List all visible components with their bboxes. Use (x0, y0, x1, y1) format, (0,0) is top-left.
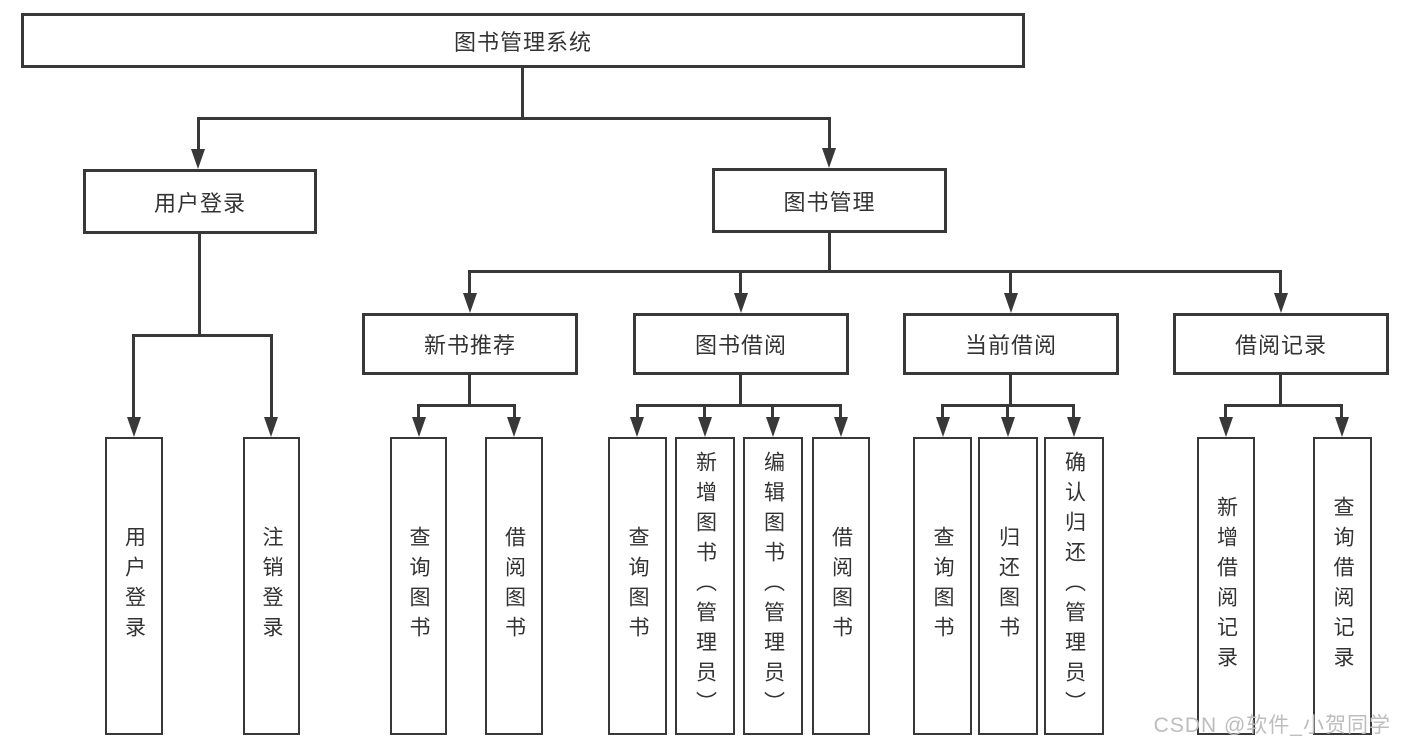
connector-line (941, 404, 944, 429)
arrowhead-icon (1335, 417, 1349, 437)
arrowhead-icon (630, 417, 644, 437)
node-current-borrowing: 当前借阅 (903, 313, 1119, 375)
leaf-label: 注销登录 (260, 526, 283, 646)
connector-line (1009, 375, 1012, 407)
connector-line (1009, 270, 1012, 300)
leaf-label: 确认归还（管理员） (1062, 451, 1086, 721)
leaf-confirm-return-admin: 确认归还（管理员） (1044, 437, 1104, 735)
node-library-management-system: 图书管理系统 (21, 13, 1025, 68)
node-label: 图书借阅 (694, 333, 787, 358)
leaf-add-books-admin: 新增图书（管理员） (675, 437, 735, 735)
leaf-label: 用户登录 (122, 526, 146, 646)
connector-line (417, 404, 516, 407)
arrowhead-icon (936, 417, 950, 437)
connector-line (1224, 404, 1227, 429)
leaf-edit-books-admin: 编辑图书（管理员） (743, 437, 803, 735)
connector-line (771, 404, 774, 429)
connector-line (739, 375, 742, 407)
leaf-query-books-recommend: 查询图书 (390, 437, 447, 735)
connector-line (703, 404, 706, 429)
connector-line (636, 404, 639, 429)
leaf-label: 查询图书 (931, 526, 954, 646)
leaf-query-borrow-record: 查询借阅记录 (1313, 437, 1372, 735)
arrowhead-icon (191, 149, 205, 169)
arrowhead-icon (1004, 293, 1018, 313)
connector-line (132, 334, 273, 337)
node-borrowing-records: 借阅记录 (1173, 313, 1389, 375)
arrowhead-icon (264, 417, 278, 437)
connector-line (417, 404, 420, 429)
connector-line (739, 270, 742, 300)
node-book-borrowing: 图书借阅 (633, 313, 849, 375)
connector-line (636, 404, 841, 407)
connector-line (1072, 404, 1075, 429)
leaf-label: 新增图书（管理员） (693, 451, 717, 721)
leaf-label: 查询图书 (407, 526, 430, 646)
node-label: 当前借阅 (964, 333, 1057, 358)
node-label: 图书管理 (783, 189, 876, 215)
node-label: 图书管理系统 (453, 29, 592, 55)
arrowhead-icon (1219, 417, 1233, 437)
arrowhead-icon (127, 417, 141, 437)
leaf-query-books-current: 查询图书 (913, 437, 972, 735)
leaf-logout: 注销登录 (243, 437, 300, 735)
leaf-add-borrow-record: 新增借阅记录 (1197, 437, 1255, 735)
connector-line (468, 270, 471, 300)
connector-line (1006, 404, 1009, 429)
leaf-user-login: 用户登录 (105, 437, 163, 735)
connector-line (1340, 404, 1343, 429)
connector-line (1224, 404, 1343, 407)
leaf-label: 查询图书 (626, 526, 649, 646)
node-book-management: 图书管理 (712, 168, 947, 233)
leaf-label: 编辑图书（管理员） (761, 451, 785, 721)
leaf-query-books-borrowing: 查询图书 (608, 437, 667, 735)
arrowhead-icon (766, 417, 780, 437)
arrowhead-icon (1067, 417, 1081, 437)
arrowhead-icon (463, 293, 477, 313)
leaf-label: 查询借阅记录 (1331, 496, 1354, 676)
node-new-book-recommendation: 新书推荐 (362, 313, 578, 375)
leaf-borrow-books-recommend: 借阅图书 (485, 437, 543, 735)
arrowhead-icon (1001, 417, 1015, 437)
connector-line (270, 334, 273, 426)
node-label: 用户登录 (153, 190, 246, 216)
connector-line (839, 404, 842, 429)
arrowhead-icon (1274, 293, 1288, 313)
arrowhead-icon (834, 417, 848, 437)
arrowhead-icon (412, 417, 426, 437)
node-label: 新书推荐 (423, 333, 516, 358)
arrowhead-icon (698, 417, 712, 437)
arrowhead-icon (507, 417, 521, 437)
connector-line (198, 234, 201, 337)
connector-line (197, 117, 831, 120)
connector-line (828, 117, 831, 156)
node-label: 借阅记录 (1234, 333, 1327, 358)
connector-line (1279, 270, 1282, 300)
arrowhead-icon (822, 148, 836, 168)
node-user-login: 用户登录 (83, 169, 317, 234)
csdn-watermark: CSDN @软件_小贺同学 (1153, 714, 1391, 737)
connector-line (1279, 375, 1282, 407)
leaf-label: 借阅图书 (829, 526, 853, 646)
connector-line (197, 117, 200, 157)
connector-line (828, 233, 831, 273)
leaf-label: 新增借阅记录 (1214, 496, 1238, 676)
arrowhead-icon (734, 293, 748, 313)
connector-line (521, 68, 524, 120)
leaf-return-books: 归还图书 (978, 437, 1038, 735)
connector-line (468, 375, 471, 407)
connector-line (132, 334, 135, 426)
leaf-label: 归还图书 (996, 526, 1020, 646)
connector-line (513, 404, 516, 429)
leaf-borrow-books: 借阅图书 (812, 437, 870, 735)
leaf-label: 借阅图书 (502, 526, 526, 646)
connector-line (468, 270, 1282, 273)
